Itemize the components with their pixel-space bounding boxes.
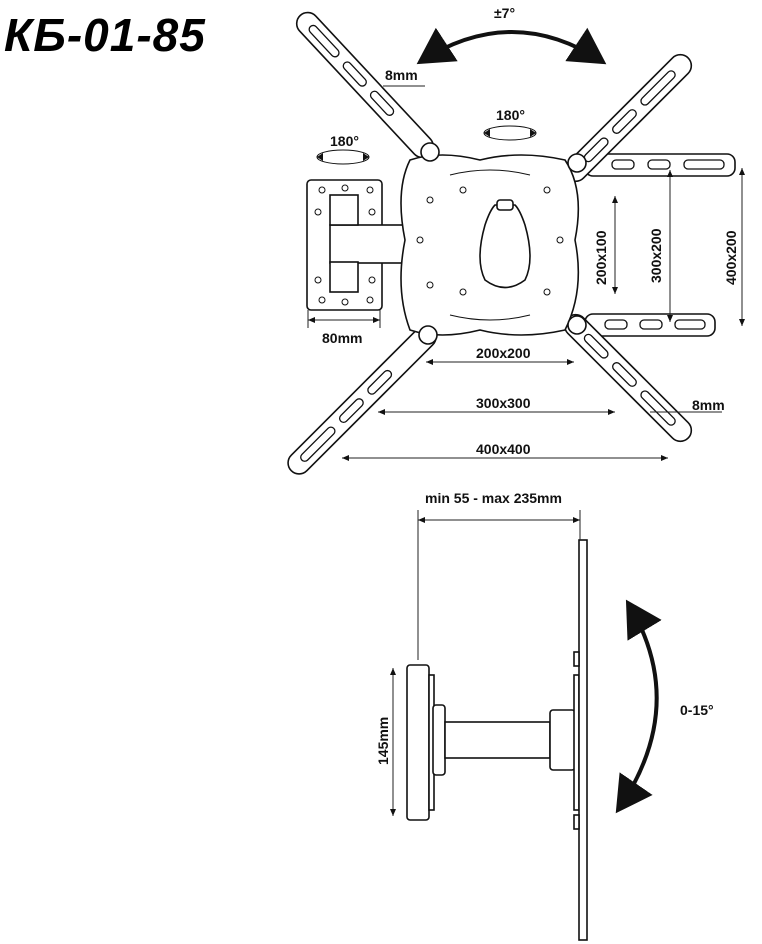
rotate-wall-icon [316,149,370,165]
vesa-arms [287,11,693,475]
vesa-300x300-label: 300x300 [476,395,531,411]
swivel-label: ±7° [494,5,515,21]
extender-bars [584,153,736,337]
top-view: ±7° 8mm 180° 180° 80mm 200x100 300x200 4… [287,5,745,475]
arm-width-top-label: 8mm [385,67,418,83]
rotate-wall-label: 180° [330,133,359,149]
vesa-300x200-label: 300x200 [648,228,664,283]
tilt-arrow [615,599,662,814]
wall-plate-width-label: 80mm [322,330,362,346]
depth-range-label: min 55 - max 235mm [425,490,562,506]
swivel-arrow [416,27,607,65]
dimension-lines [307,85,745,461]
wall-plate [306,179,431,311]
rotate-center-label: 180° [496,107,525,123]
side-view: min 55 - max 235mm 145mm 0-15° [375,490,714,941]
arm-width-bottom-label: 8mm [692,397,725,413]
vesa-200x200-label: 200x200 [476,345,531,361]
rotate-center-icon [483,125,537,141]
wall-plate-height-label: 145mm [375,717,391,765]
center-plate [400,142,587,345]
tilt-range-label: 0-15° [680,702,714,718]
model-title: КБ-01-85 [4,9,206,61]
vesa-400x400-label: 400x400 [476,441,531,457]
vesa-400x200-label: 400x200 [723,230,739,285]
vesa-200x100-label: 200x100 [593,230,609,285]
